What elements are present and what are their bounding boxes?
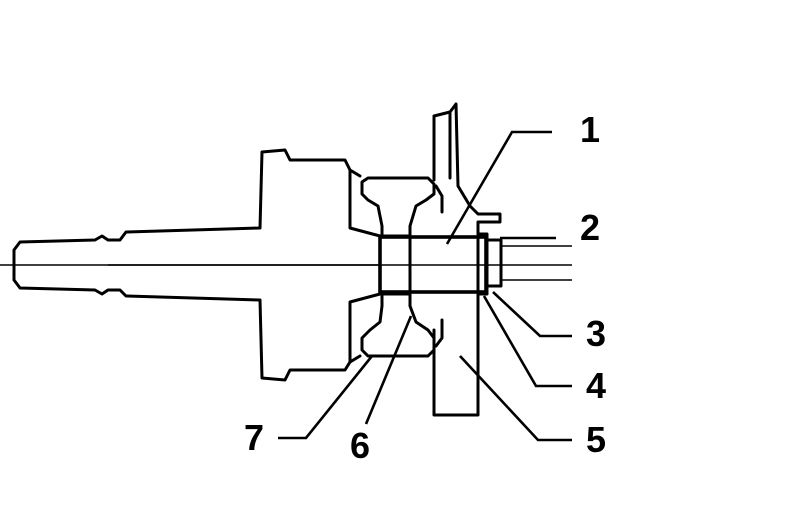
- callout-2: 2: [580, 207, 600, 248]
- callout-4: 4: [586, 365, 606, 406]
- leader-1: [445, 130, 552, 245]
- callout-3: 3: [586, 313, 606, 354]
- grommet-upper: [360, 176, 436, 238]
- leader-5: [459, 355, 572, 442]
- leader-7: [278, 355, 374, 440]
- callout-5: 5: [586, 419, 606, 460]
- bolt-head: [485, 238, 503, 288]
- bracket: [432, 102, 502, 417]
- leader-4: [482, 295, 572, 388]
- grommet-lower: [360, 292, 436, 358]
- callout-1: 1: [580, 109, 600, 150]
- callout-6: 6: [350, 425, 370, 466]
- shaft-body: [12, 148, 382, 382]
- leader-6: [364, 315, 413, 425]
- grommet-lip: [348, 168, 444, 364]
- leader-3: [492, 291, 572, 338]
- callout-7: 7: [244, 417, 264, 458]
